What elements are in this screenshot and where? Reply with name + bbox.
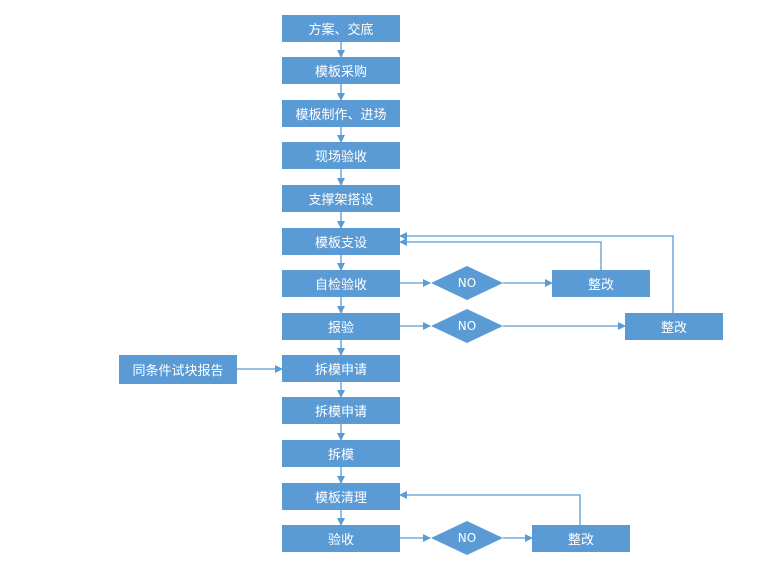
side-fix-2: 整改: [625, 313, 723, 340]
decision-diamonds: [431, 266, 503, 555]
branch-arrows: [237, 279, 626, 542]
step-formwork: 模板支设: [282, 228, 400, 255]
step-strip-apply-1: 拆模申请: [282, 355, 400, 382]
side-fix-1: 整改: [552, 270, 650, 297]
loop-fix2-formwork: [399, 232, 674, 313]
decision-diamond-3: [431, 521, 503, 555]
decision-diamond-2: [431, 309, 503, 343]
step-clean: 模板清理: [282, 483, 400, 510]
step-strip: 拆模: [282, 440, 400, 467]
side-fix-3: 整改: [532, 525, 630, 552]
step-strip-apply-2: 拆模申请: [282, 397, 400, 424]
loop-fix1-formwork: [399, 238, 602, 270]
decision-label-2: NO: [457, 319, 477, 333]
decision-label-1: NO: [457, 276, 477, 290]
step-support: 支撑架搭设: [282, 185, 400, 212]
step-make: 模板制作、进场: [282, 100, 400, 127]
feedback-arrows: [399, 232, 674, 525]
step-report: 报验: [282, 313, 400, 340]
side-test-report: 同条件试块报告: [119, 355, 237, 384]
decision-label-3: NO: [457, 531, 477, 545]
step-accept: 验收: [282, 525, 400, 552]
step-inspect: 现场验收: [282, 142, 400, 169]
step-purchase: 模板采购: [282, 57, 400, 84]
loop-fix3-clean: [399, 491, 581, 525]
decision-diamond-1: [431, 266, 503, 300]
step-plan: 方案、交底: [282, 15, 400, 42]
step-selfcheck: 自检验收: [282, 270, 400, 297]
